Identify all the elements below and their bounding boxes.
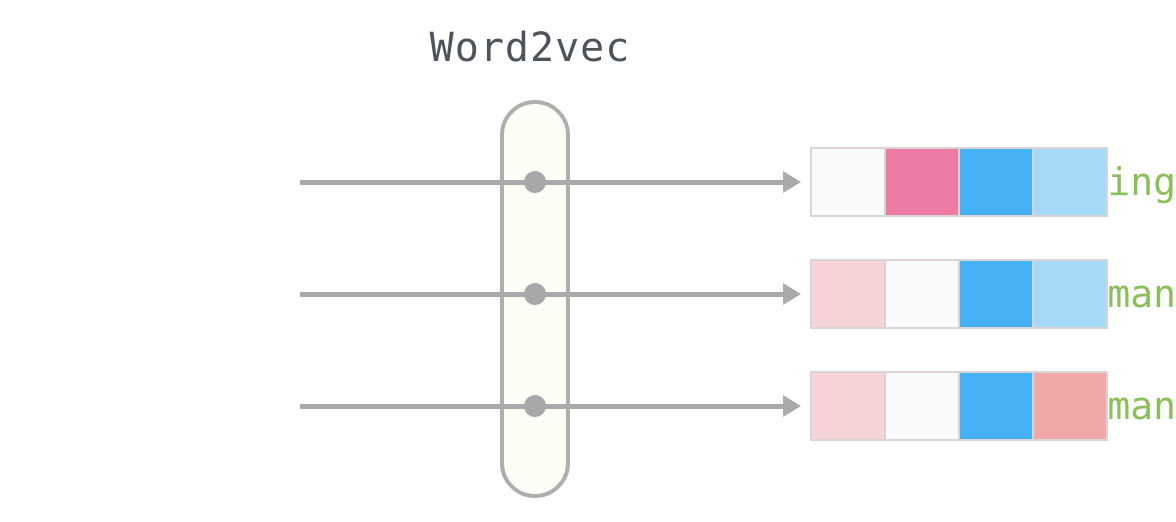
output-line-woman xyxy=(535,404,783,409)
input-line-king xyxy=(300,180,535,185)
vector-cell-king-3 xyxy=(1034,149,1106,215)
embedding-vector-man xyxy=(810,259,1108,329)
vector-cell-woman-1 xyxy=(886,373,958,439)
node-dot-woman xyxy=(524,395,546,417)
page-title: Word2vec xyxy=(429,25,631,71)
vector-cell-man-3 xyxy=(1034,261,1106,327)
vector-cell-woman-0 xyxy=(812,373,884,439)
vector-cell-woman-2 xyxy=(960,373,1032,439)
arrow-icon xyxy=(783,171,801,193)
vector-cell-king-0 xyxy=(812,149,884,215)
node-dot-king xyxy=(524,171,546,193)
vector-cell-woman-3 xyxy=(1034,373,1106,439)
vector-cell-man-2 xyxy=(960,261,1032,327)
vector-cell-king-2 xyxy=(960,149,1032,215)
output-line-king xyxy=(535,180,783,185)
word-label-man: man xyxy=(1107,272,1176,316)
vector-cell-man-0 xyxy=(812,261,884,327)
embedding-vector-king xyxy=(810,147,1108,217)
node-dot-man xyxy=(524,283,546,305)
arrow-icon xyxy=(783,395,801,417)
embedding-vector-woman xyxy=(810,371,1108,441)
word2vec-model-capsule xyxy=(500,100,570,498)
vector-cell-man-1 xyxy=(886,261,958,327)
arrow-icon xyxy=(783,283,801,305)
output-line-man xyxy=(535,292,783,297)
input-line-woman xyxy=(300,404,535,409)
input-line-man xyxy=(300,292,535,297)
vector-cell-king-1 xyxy=(886,149,958,215)
